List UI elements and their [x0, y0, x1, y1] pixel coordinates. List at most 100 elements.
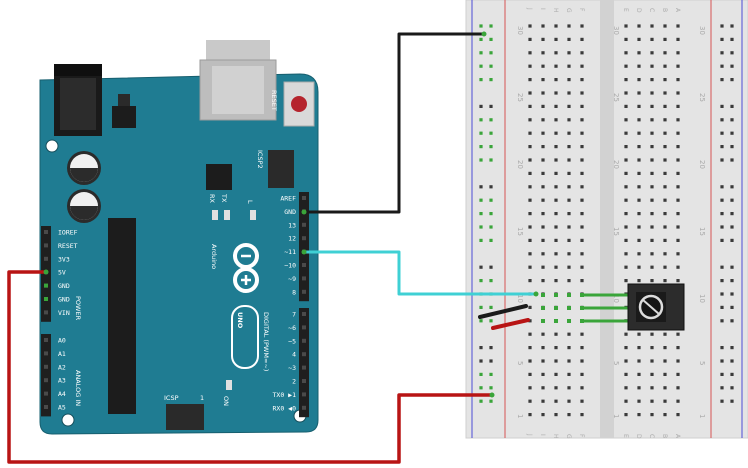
- breadboard-hole-active: [541, 319, 545, 323]
- breadboard-hole: [580, 372, 584, 376]
- breadboard-hole: [541, 24, 545, 28]
- breadboard-hole: [541, 185, 545, 189]
- svg-text:UNO: UNO: [236, 312, 244, 329]
- breadboard-hole: [650, 212, 654, 216]
- breadboard-hole: [676, 198, 680, 202]
- breadboard-hole: [720, 346, 724, 350]
- breadboard-hole: [637, 413, 641, 417]
- row-number: 10: [516, 294, 524, 303]
- breadboard-hole: [541, 346, 545, 350]
- breadboard-hole: [541, 413, 545, 417]
- header-block: [41, 334, 51, 417]
- breadboard-hole: [567, 238, 571, 242]
- breadboard-hole: [567, 225, 571, 229]
- breadboard-hole: [479, 158, 483, 162]
- breadboard-hole: [580, 158, 584, 162]
- breadboard-hole: [720, 64, 724, 68]
- breadboard-hole: [650, 238, 654, 242]
- column-letter: I: [539, 434, 546, 436]
- breadboard-hole: [479, 118, 483, 122]
- pin-label: 2: [292, 378, 296, 386]
- column-letter: D: [635, 434, 642, 439]
- breadboard-hole: [567, 158, 571, 162]
- row-number: 25: [516, 93, 524, 102]
- breadboard-hole: [580, 279, 584, 283]
- ir-receiver: [580, 283, 685, 331]
- breadboard-hole: [650, 372, 654, 376]
- breadboard-hole: [567, 131, 571, 135]
- breadboard-hole: [637, 372, 641, 376]
- breadboard-hole: [567, 359, 571, 363]
- breadboard-hole: [676, 104, 680, 108]
- column-letter: B: [661, 8, 668, 12]
- breadboard-hole: [720, 131, 724, 135]
- breadboard-hole-active: [567, 306, 571, 310]
- header-block: [299, 308, 309, 418]
- row-number: 5: [516, 361, 524, 365]
- breadboard-hole: [637, 359, 641, 363]
- reset-button[interactable]: [283, 81, 315, 127]
- breadboard-hole: [528, 118, 532, 122]
- breadboard-hole: [624, 238, 628, 242]
- breadboard-hole: [528, 305, 532, 309]
- breadboard-hole: [567, 64, 571, 68]
- row-number: 20: [612, 160, 620, 169]
- breadboard-hole: [567, 346, 571, 350]
- breadboard-hole: [637, 279, 641, 283]
- breadboard-hole: [637, 158, 641, 162]
- breadboard-hole: [663, 279, 667, 283]
- breadboard-hole-active: [554, 306, 558, 310]
- breadboard-hole: [541, 91, 545, 95]
- column-letter: A: [674, 434, 681, 439]
- breadboard-hole: [479, 399, 483, 403]
- breadboard-hole: [637, 171, 641, 175]
- breadboard-hole: [730, 64, 734, 68]
- breadboard-hole: [650, 24, 654, 28]
- breadboard-hole: [580, 51, 584, 55]
- breadboard-hole: [624, 198, 628, 202]
- breadboard-hole: [624, 225, 628, 229]
- breadboard-hole: [730, 238, 734, 242]
- breadboard-hole: [489, 198, 493, 202]
- breadboard-hole: [528, 252, 532, 256]
- breadboard-hole: [720, 225, 724, 229]
- breadboard-hole: [479, 238, 483, 242]
- breadboard-hole: [489, 145, 493, 149]
- row-number: 10: [612, 294, 620, 303]
- breadboard-hole: [663, 37, 667, 41]
- breadboard-hole: [730, 51, 734, 55]
- breadboard-hole: [580, 118, 584, 122]
- column-letter: A: [674, 8, 681, 13]
- header-pin: [302, 379, 306, 383]
- breadboard-hole: [567, 212, 571, 216]
- breadboard-hole: [637, 104, 641, 108]
- breadboard-hole: [567, 171, 571, 175]
- breadboard-hole: [567, 51, 571, 55]
- breadboard-hole: [489, 305, 493, 309]
- breadboard-hole: [730, 399, 734, 403]
- breadboard-hole: [650, 265, 654, 269]
- breadboard-hole: [730, 386, 734, 390]
- breadboard-hole: [730, 292, 734, 296]
- breadboard-hole: [720, 212, 724, 216]
- breadboard-hole: [676, 265, 680, 269]
- column-letter: E: [622, 8, 629, 12]
- breadboard-hole: [567, 372, 571, 376]
- breadboard-hole: [528, 24, 532, 28]
- uno-logo: UNO: [231, 305, 259, 369]
- power-jack: [54, 64, 102, 136]
- row-number: 1: [516, 414, 524, 418]
- header-pin: [302, 392, 306, 397]
- power-wire: [7, 270, 492, 464]
- header-pin: [44, 364, 48, 369]
- breadboard-hole: [541, 212, 545, 216]
- breadboard-hole: [637, 265, 641, 269]
- breadboard-hole: [554, 131, 558, 135]
- breadboard-hole: [663, 91, 667, 95]
- breadboard-hole: [567, 198, 571, 202]
- breadboard-hole: [489, 279, 493, 283]
- breadboard-hole: [554, 372, 558, 376]
- breadboard-hole: [554, 238, 558, 242]
- breadboard-hole: [676, 279, 680, 283]
